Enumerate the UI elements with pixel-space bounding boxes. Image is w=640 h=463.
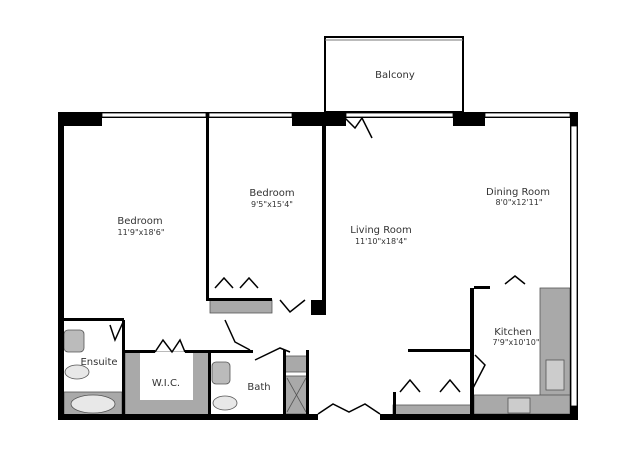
balcony-label: Balcony	[375, 70, 415, 81]
bath-label: Bath	[247, 382, 270, 393]
dining-room-label: Dining Room	[486, 187, 550, 198]
linen-closet	[284, 355, 309, 373]
bathroom-door	[224, 319, 251, 351]
bedroom2-label: Bedroom	[249, 188, 294, 199]
living-room-size: 11'10"x18'4"	[355, 237, 407, 246]
pantry-door	[504, 275, 526, 285]
bath-sink-icon	[211, 361, 231, 385]
living-room-label: Living Room	[350, 225, 411, 236]
bedroom1-size: 11'9"x18'6"	[117, 228, 164, 237]
wic-door	[154, 338, 186, 354]
wic-floor	[140, 352, 193, 400]
closet-door	[239, 276, 259, 289]
kitchen-door	[471, 354, 486, 391]
ensuite-label: Ensuite	[80, 357, 117, 368]
entry-door	[317, 403, 381, 415]
entry-closet-door	[439, 378, 461, 393]
doors	[109, 116, 526, 415]
bedroom-closet-shelf	[209, 299, 273, 314]
bath-door	[254, 347, 291, 361]
ensuite-toilet-icon	[64, 364, 90, 380]
kitchen-label: Kitchen	[494, 327, 532, 338]
bath-toilet-icon	[212, 395, 238, 411]
stove-icon	[507, 397, 531, 414]
kitchen-sink-icon	[545, 359, 565, 391]
bedroom1-label: Bedroom	[117, 216, 162, 227]
balcony	[324, 36, 464, 113]
wic-label: W.I.C.	[152, 378, 180, 389]
bathtub-icon	[70, 394, 116, 414]
entry-closet-door	[399, 378, 421, 393]
bedroom2-size: 9'5"x15'4"	[251, 200, 293, 209]
ensuite-sink-icon	[63, 329, 85, 353]
bedroom2-door	[279, 299, 306, 314]
closet-door	[214, 276, 234, 289]
windows	[101, 112, 578, 407]
kitchen-size: 7'9"x10'10"	[492, 338, 539, 347]
entry-closet-shelf	[392, 404, 472, 416]
ensuite-door	[109, 319, 125, 343]
dining-room-size: 8'0"x12'11"	[495, 198, 542, 207]
room-labels: Balcony Bedroom 11'9"x18'6" Bedroom 9'5"…	[80, 70, 550, 393]
balcony-door	[344, 116, 373, 139]
